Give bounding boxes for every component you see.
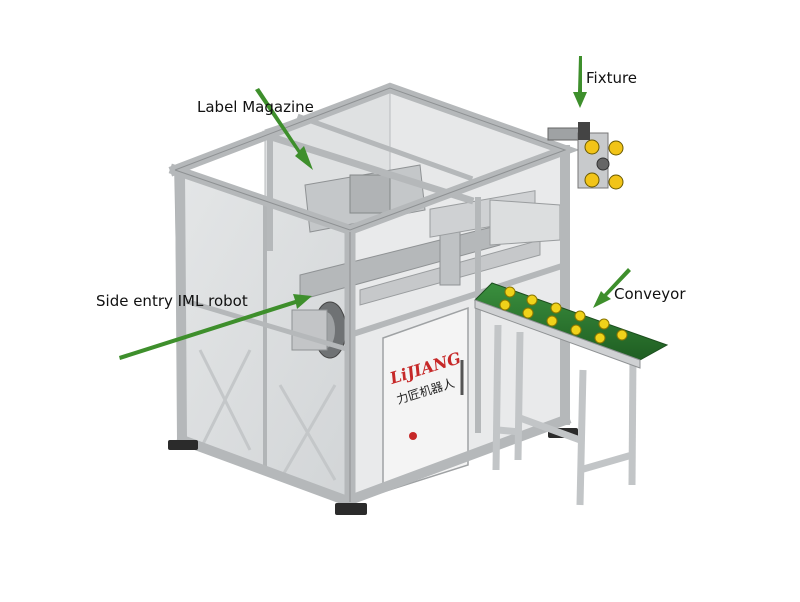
callout-side-entry-robot: Side entry IML robot (96, 292, 248, 310)
callout-arrows (119, 56, 631, 360)
robot-mechanism (291, 164, 561, 359)
callout-label-magazine: Label Magazine (197, 98, 314, 116)
cabinet-left-panel (174, 168, 351, 502)
frame-outline (174, 87, 567, 502)
label-magazine-arrow (255, 88, 313, 170)
conveyor-arrow (593, 268, 631, 308)
cabinet-door (382, 306, 469, 494)
conveyor (474, 282, 669, 506)
callout-conveyor: Conveyor (614, 285, 686, 303)
emergency-stop-button[interactable] (409, 432, 417, 440)
fixture (547, 122, 624, 190)
robot-arrow (119, 294, 312, 360)
fixture-arrow (573, 56, 587, 108)
callout-fixture: Fixture (586, 69, 638, 87)
